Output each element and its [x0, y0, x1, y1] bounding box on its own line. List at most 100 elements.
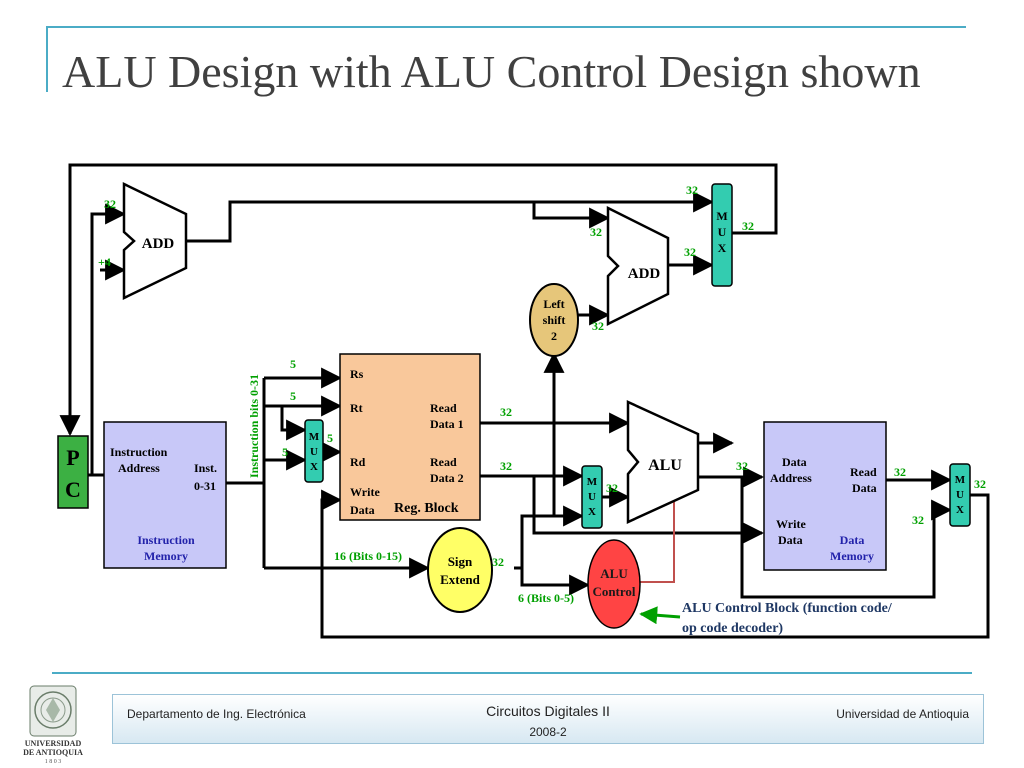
dmem-write-2: Data: [778, 533, 803, 547]
alu-control-label-2: Control: [592, 584, 635, 599]
dmem-name-2: Memory: [830, 549, 874, 563]
wire-label-32-mux-mem-in: 32: [912, 513, 924, 527]
wire-rt-to-mux: [280, 406, 308, 441]
wire-label-32-sign: 32: [492, 555, 504, 569]
wire-label-bits-0-15: 16 (Bits 0-15): [334, 549, 402, 563]
instruction-memory: Instruction Address Inst. 0-31 Instructi…: [103, 421, 227, 569]
sign-label-2: Extend: [440, 572, 481, 587]
wire-sign-out: [514, 505, 585, 570]
reg-read2-b: Data 2: [430, 471, 464, 485]
shift-label-3: 2: [551, 329, 557, 343]
sign-label-1: Sign: [448, 554, 473, 569]
reg-read2-a: Read: [430, 455, 457, 469]
pc-source-mux: M U X: [711, 183, 733, 287]
reg-write-1: Write: [350, 485, 380, 499]
annotation-arrow: [639, 606, 681, 625]
mux-mem-m: M: [955, 474, 966, 486]
mux-top-u: U: [718, 225, 727, 239]
sign-extend-unit: Sign Extend: [427, 527, 493, 613]
logo-line-1: UNIVERSIDAD: [25, 739, 82, 748]
alu: ALU: [626, 400, 700, 524]
wire-label-plus4: +4: [98, 255, 111, 269]
mux-top-x: X: [718, 241, 727, 255]
register-destination-mux: M U X: [304, 419, 324, 483]
imem-inst-2: 0-31: [194, 479, 216, 493]
dmem-name-1: Data: [840, 533, 865, 547]
alu-label: ALU: [648, 457, 682, 474]
footer: Departamento de Ing. Electrónica Circuit…: [112, 694, 984, 744]
reg-block-name: Reg. Block: [394, 501, 459, 516]
data-memory: Data Address Read Data Write Data Data M…: [763, 421, 887, 571]
wire-bits-0-5: [520, 568, 591, 596]
mux-alu-m: M: [587, 476, 598, 488]
wire-label-32-top: 32: [686, 183, 698, 197]
pc-adder: ADD: [122, 182, 188, 300]
reg-read1-b: Data 1: [430, 417, 464, 431]
memory-to-register-mux: M U X: [949, 463, 971, 527]
register-block: Rs Rt Rd Write Data Read Data 1 Read Dat…: [339, 353, 481, 521]
footer-department: Departamento de Ing. Electrónica: [127, 707, 306, 721]
wire-label-32-mem-read: 32: [894, 465, 906, 479]
title-accent-line: [46, 26, 966, 28]
alu-control-label-1: ALU: [600, 566, 628, 581]
imem-inst-1: Inst.: [194, 461, 217, 475]
dmem-read-1: Read: [850, 465, 877, 479]
annotation-line-2: op code decoder): [682, 621, 783, 636]
wire-label-32-addb-in: 32: [590, 225, 602, 239]
wire-alu-control: [638, 497, 675, 583]
wire-label-5-rs: 5: [290, 357, 296, 371]
mux-mem-u: U: [956, 489, 964, 501]
title-accent-bar: [46, 26, 48, 92]
wire-label-bits-0-5: 6 (Bits 0-5): [518, 591, 574, 605]
pc-label-c: C: [65, 477, 81, 502]
reg-write-2: Data: [350, 503, 375, 517]
dmem-read-2: Data: [852, 481, 877, 495]
instruction-bits-label: Instruction bits 0-31: [247, 374, 261, 478]
alu-source-mux: M U X: [581, 465, 603, 529]
wire-label-5-rd: 5: [327, 431, 333, 445]
shift-label-2: shift: [543, 313, 566, 327]
branch-adder: ADD: [606, 205, 670, 327]
datapath-diagram: P C ADD 32 +4 ADD Left shift 2 M U X Ins…: [57, 163, 990, 639]
wire-label-32-shift: 32: [592, 319, 604, 333]
wire-label-32-read1: 32: [500, 405, 512, 419]
logo-line-3: 1 8 0 3: [45, 759, 62, 765]
dmem-addr-2: Address: [770, 471, 812, 485]
university-logo: UNIVERSIDAD DE ANTIOQUIA 1 8 0 3: [23, 685, 83, 765]
dmem-addr-1: Data: [782, 455, 807, 469]
imem-name-1: Instruction: [137, 533, 195, 547]
reg-rt: Rt: [350, 401, 363, 415]
pc-register: P C: [57, 435, 89, 509]
mux-reg-u: U: [310, 446, 318, 458]
mux-alu-u: U: [588, 491, 596, 503]
wire-label-32-mux-out: 32: [742, 219, 754, 233]
imem-addr-1: Instruction: [110, 445, 168, 459]
imem-name-2: Memory: [144, 549, 188, 563]
wire-label-32-mux-alu: 32: [606, 481, 618, 495]
reg-rs: Rs: [350, 367, 364, 381]
wire-label-32-read2: 32: [500, 459, 512, 473]
wire-pc-to-add: [90, 203, 127, 475]
wire-writeback: [320, 489, 990, 639]
wire-read2-write: [532, 476, 765, 544]
imem-addr-2: Address: [118, 461, 160, 475]
reg-read1-a: Read: [430, 401, 457, 415]
wires: [59, 163, 990, 639]
wire-label-5-rt: 5: [290, 389, 296, 403]
wire-label-5-rd-mux: 5: [282, 445, 288, 459]
wire-add-out: [186, 191, 715, 243]
footer-term: 2008-2: [529, 725, 567, 739]
pc-adder-label: ADD: [142, 236, 175, 252]
dmem-write-1: Write: [776, 517, 806, 531]
left-shift-unit: Left shift 2: [529, 283, 579, 357]
mux-alu-x: X: [588, 506, 596, 518]
mux-reg-x: X: [310, 461, 318, 473]
wire-label-add-input: 32: [104, 197, 116, 211]
reg-rd: Rd: [350, 455, 366, 469]
shift-label-1: Left: [543, 297, 564, 311]
footer-course: Circuitos Digitales II: [486, 703, 610, 719]
wire-pc-feedback: [59, 163, 778, 437]
slide-title: ALU Design with ALU Control Design shown: [62, 46, 921, 97]
branch-adder-label: ADD: [628, 266, 661, 282]
logo-line-2: DE ANTIOQUIA: [23, 748, 83, 757]
